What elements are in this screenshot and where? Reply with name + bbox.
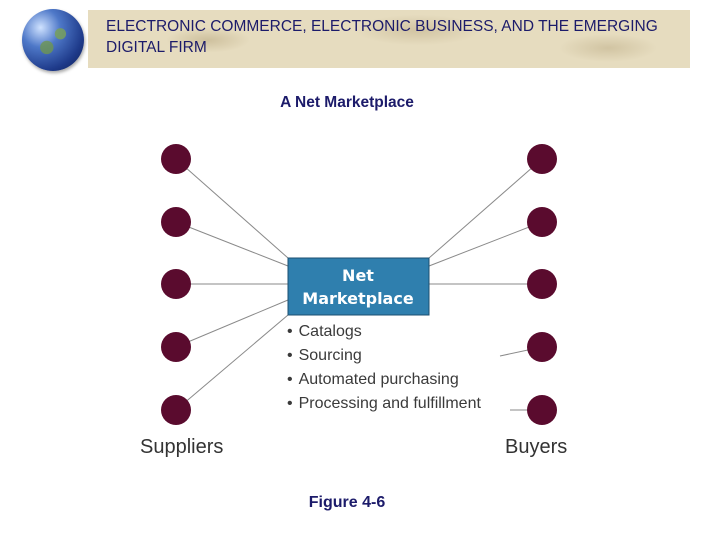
supplier-node	[161, 395, 191, 425]
connection-line	[175, 221, 289, 267]
slide-header-title: ELECTRONIC COMMERCE, ELECTRONIC BUSINESS…	[106, 18, 658, 56]
supplier-node	[161, 269, 191, 299]
marketplace-feature-list: Catalogs Sourcing Automated purchasing P…	[287, 320, 481, 416]
connection-line	[428, 221, 543, 267]
figure-caption: Figure 4-6	[308, 494, 386, 511]
feature-item: Automated purchasing	[287, 368, 481, 392]
diagram-title: A Net Marketplace	[280, 94, 414, 111]
supplier-node	[161, 207, 191, 237]
hub-label-line1: Net	[342, 266, 374, 285]
buyers-label: Buyers	[505, 436, 568, 458]
feature-item: Processing and fulfillment	[287, 392, 481, 416]
supplier-node	[161, 144, 191, 174]
connection-lines	[175, 158, 543, 411]
buyer-node	[527, 332, 557, 362]
buyer-node	[527, 395, 557, 425]
connection-line	[175, 158, 289, 259]
participant-nodes	[161, 144, 557, 425]
net-marketplace-box	[287, 257, 430, 316]
connection-line	[428, 158, 543, 259]
connection-line	[175, 299, 289, 348]
globe-icon	[22, 9, 84, 71]
hub-label-line2: Marketplace	[302, 289, 414, 308]
buyer-node	[527, 144, 557, 174]
buyer-node	[527, 269, 557, 299]
buyer-node	[527, 207, 557, 237]
suppliers-label: Suppliers	[140, 436, 224, 458]
supplier-node	[161, 332, 191, 362]
connection-line	[175, 314, 289, 411]
header-banner	[88, 10, 690, 68]
feature-item: Sourcing	[287, 344, 481, 368]
feature-item: Catalogs	[287, 320, 481, 344]
